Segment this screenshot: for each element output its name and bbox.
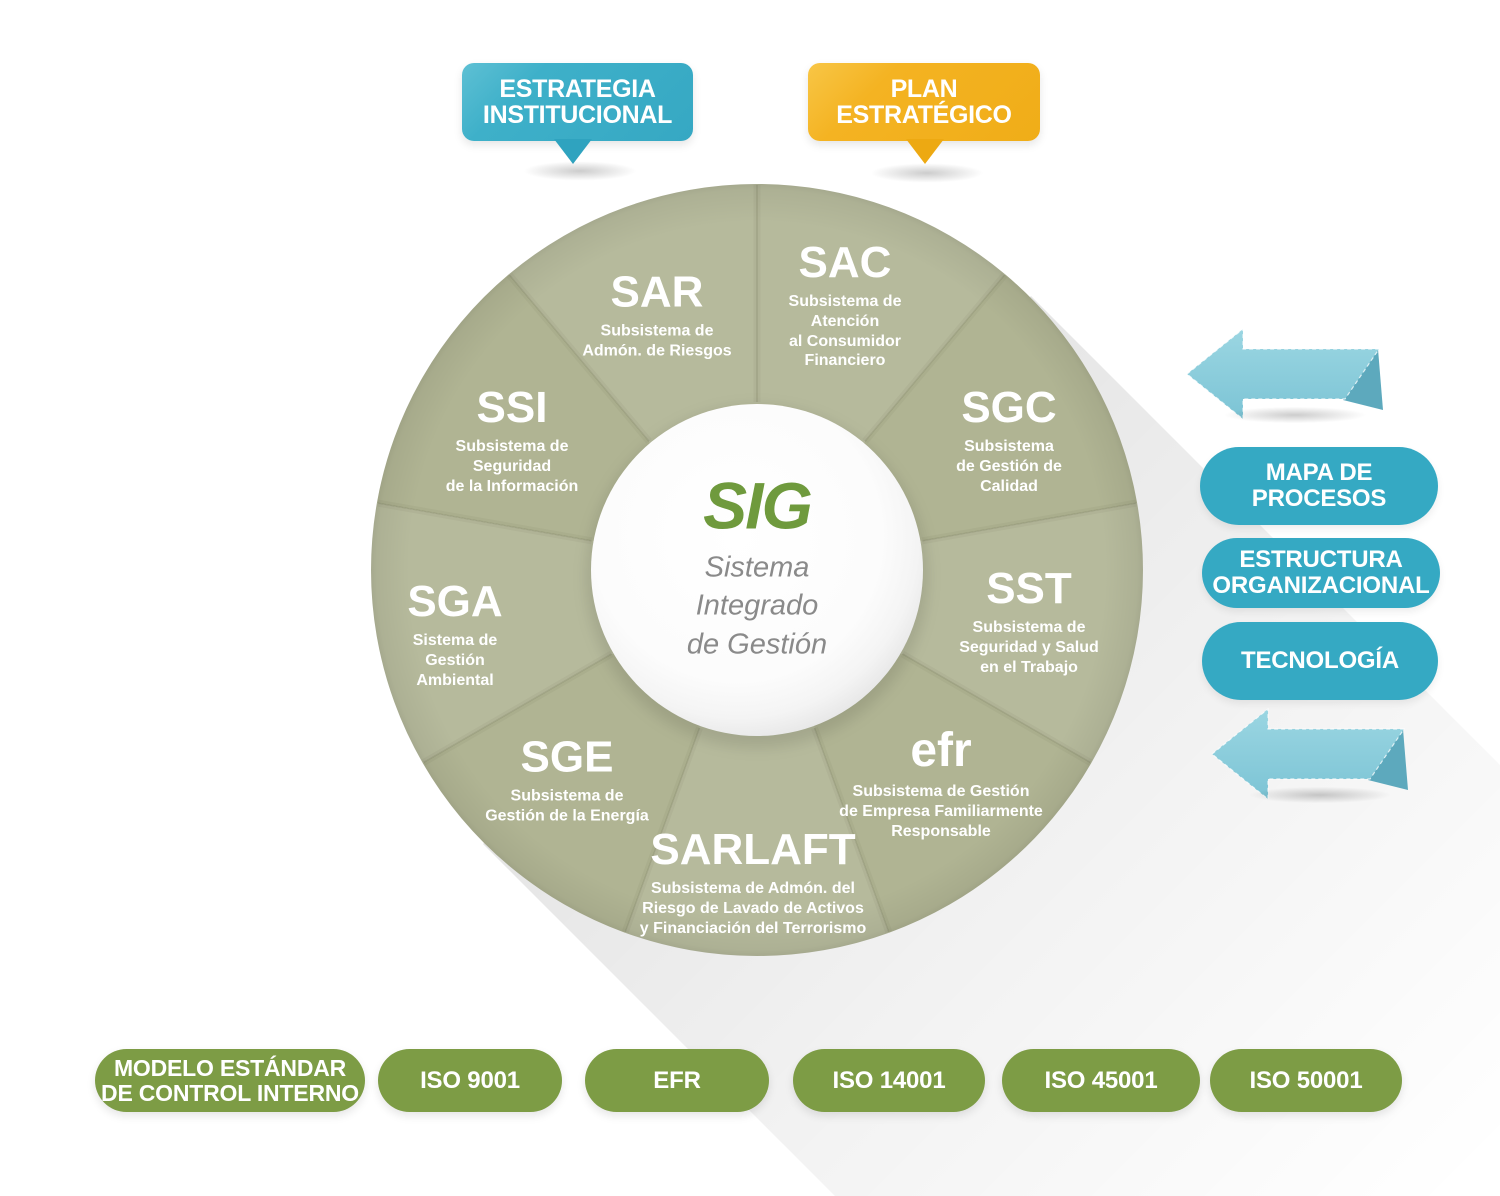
segment-sac-subtitle: Subsistema de Atención al Consumidor Fin… xyxy=(788,292,902,370)
pill-iso-14001: ISO 14001 xyxy=(793,1049,985,1112)
sig-wheel xyxy=(367,180,1147,960)
segment-sgc-acronym: SGC xyxy=(961,382,1057,432)
banner-blue-tail-shadow xyxy=(505,158,655,184)
segment-sga-subtitle: Sistema de Gestión Ambiental xyxy=(412,631,498,689)
segment-sge-subtitle: Subsistema de Gestión de la Energía xyxy=(485,787,649,825)
segment-sge-acronym: SGE xyxy=(520,732,614,782)
arrow-shadow xyxy=(1225,784,1415,806)
banner-estrategia-institucional: ESTRATEGIA INSTITUCIONAL xyxy=(462,63,693,164)
segment-sarlaft: SARLAFT Subsistema de Admón. del Riesgo … xyxy=(593,824,913,938)
segment-efr: efr Subsistema de Gestión de Empresa Fam… xyxy=(796,723,1086,841)
sig-subtitle-line: Integrado xyxy=(695,589,819,622)
pill-tecnologia: TECNOLOGÍA xyxy=(1202,622,1438,700)
segment-sac: SAC Subsistema de Atención al Consumidor… xyxy=(700,237,990,371)
segment-sar-acronym: SAR xyxy=(610,267,704,317)
segment-sac-acronym: SAC xyxy=(798,237,892,287)
segment-sar: SAR Subsistema de Admón. de Riesgos xyxy=(512,267,802,362)
pill-efr: EFR xyxy=(585,1049,769,1112)
wheel-center-label: SIG Sistema Integrado de Gestión xyxy=(607,473,907,664)
sig-subtitle: Sistema Integrado de Gestión xyxy=(607,549,907,664)
banner-plan-line1: PLAN xyxy=(890,74,958,103)
segment-sgc-subtitle: Subsistema de Gestión de Calidad xyxy=(956,437,1062,495)
segment-sst-acronym: SST xyxy=(986,563,1072,613)
sig-subtitle-line: de Gestión xyxy=(686,628,828,661)
pill-modelo-estandar-control-interno: MODELO ESTÁNDAR DE CONTROL INTERNO xyxy=(95,1049,365,1112)
segment-efr-acronym: efr xyxy=(910,723,972,777)
segment-efr-subtitle: Subsistema de Gestión de Empresa Familia… xyxy=(839,782,1043,840)
pill-estructura-organizacional: ESTRUCTURA ORGANIZACIONAL xyxy=(1202,538,1440,608)
segment-sge: SGE Subsistema de Gestión de la Energía xyxy=(422,732,712,827)
segment-ssi-subtitle: Subsistema de Seguridad de la Informació… xyxy=(445,437,579,495)
banner-estrategia-line1: ESTRATEGIA xyxy=(499,74,656,103)
sig-subtitle-line: Sistema xyxy=(704,551,810,584)
segment-sarlaft-acronym: SARLAFT xyxy=(650,824,856,874)
banner-estrategia-line2: INSTITUCIONAL xyxy=(482,101,673,129)
pill-iso-45001: ISO 45001 xyxy=(1002,1049,1200,1112)
pill-iso-9001: ISO 9001 xyxy=(378,1049,562,1112)
segment-ssi-acronym: SSI xyxy=(476,382,548,432)
pill-mapa-de-procesos: MAPA DE PROCESOS xyxy=(1200,447,1438,525)
arrow-left-icon xyxy=(1211,707,1408,801)
center-circle xyxy=(591,404,923,736)
segment-sga-acronym: SGA xyxy=(407,576,503,626)
pill-iso-50001: ISO 50001 xyxy=(1210,1049,1402,1112)
banner-plan-estrategico: PLAN ESTRATÉGICO xyxy=(808,63,1040,164)
segment-ssi: SSI Subsistema de Seguridad de la Inform… xyxy=(367,382,657,496)
segment-sst: SST Subsistema de Seguridad y Salud en e… xyxy=(884,563,1174,677)
segment-sga: SGA Sistema de Gestión Ambiental xyxy=(310,576,600,690)
segment-sarlaft-subtitle: Subsistema de Admón. del Riesgo de Lavad… xyxy=(639,879,867,937)
segment-sst-subtitle: Subsistema de Seguridad y Salud en el Tr… xyxy=(959,618,1099,676)
banner-plan-line2: ESTRATÉGICO xyxy=(836,101,1012,129)
segment-sgc: SGC Subsistema de Gestión de Calidad xyxy=(864,382,1154,496)
sig-title: SIG xyxy=(703,468,813,543)
arrow-shadow xyxy=(1200,404,1390,426)
wheel-graphic xyxy=(371,184,1143,956)
banner-yellow-tail-shadow xyxy=(852,160,1002,186)
segment-sar-subtitle: Subsistema de Admón. de Riesgos xyxy=(582,322,732,360)
arrow-left-icon xyxy=(1186,327,1383,421)
